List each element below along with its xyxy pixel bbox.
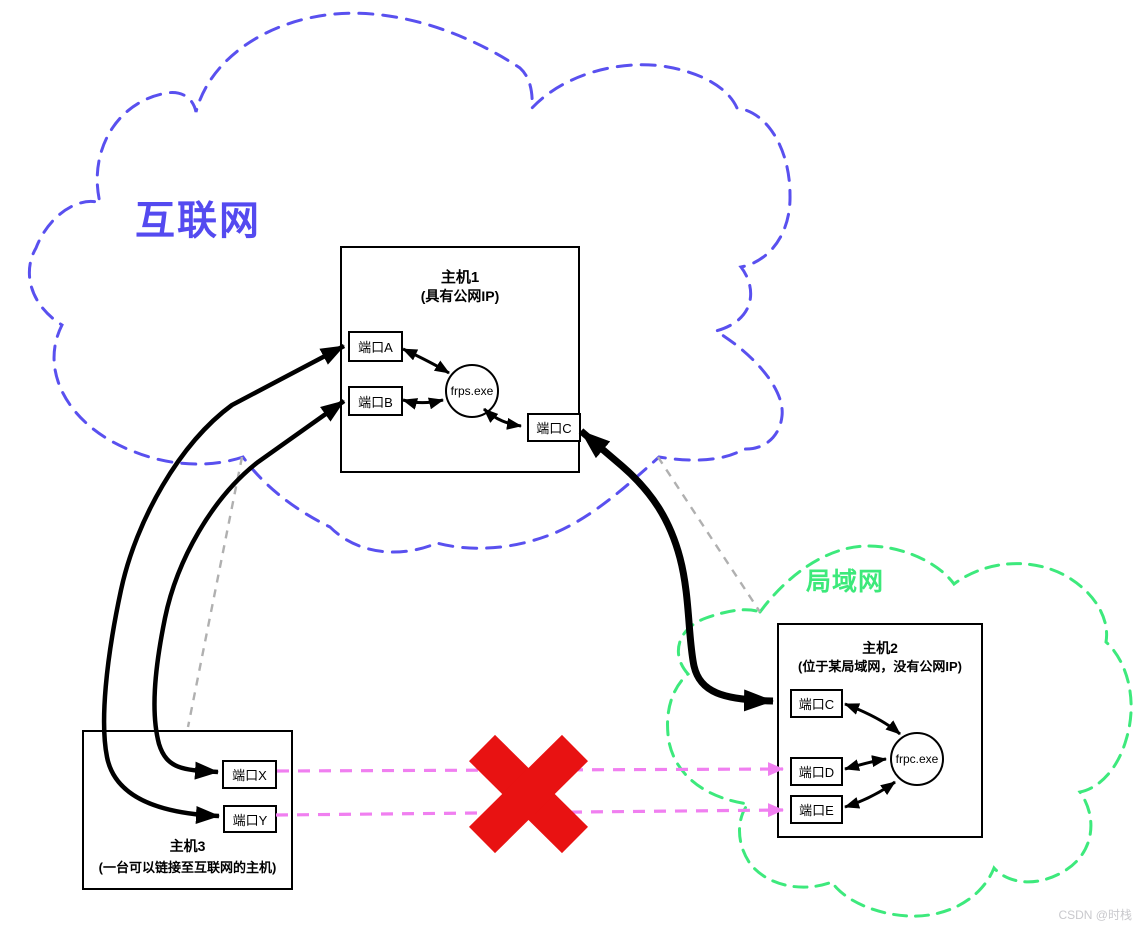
host2-title: 主机2 [862,640,898,656]
port-y-box: 端口Y [223,805,277,833]
host1-title: 主机1 [440,269,480,286]
host2-subtitle: (位于某局域网，没有公网IP) [798,659,962,674]
host1-subtitle: (具有公网IP) [420,288,500,304]
host1-port-c-label: 端口C [536,421,572,436]
host2-box: 主机2 (位于某局域网，没有公网IP) 端口C 端口D 端口E frpc.exe [777,623,983,838]
host2-port-c-box: 端口C [790,689,843,718]
host2-port-c-label: 端口C [798,697,835,712]
port-x-label: 端口X [232,768,267,783]
host3-box: 主机3 (一台可以链接至互联网的主机) 端口X 端口Y [82,730,293,890]
host3-subtitle: (一台可以链接至互联网的主机) [98,860,277,875]
host1-port-c-box: 端口C [527,413,581,442]
host1-box: 主机1 (具有公网IP) 端口A 端口B 端口C frps.exe [340,246,581,473]
port-b-label: 端口B [358,394,393,410]
port-a-box: 端口A [348,331,403,362]
port-e-box: 端口E [790,795,843,824]
frps-label: frps.exe [450,384,494,398]
port-e-label: 端口E [799,803,834,818]
port-a-label: 端口A [358,340,393,355]
port-d-label: 端口D [798,765,835,780]
port-b-box: 端口B [348,386,403,416]
port-x-box: 端口X [222,760,277,789]
host3-title: 主机3 [169,838,206,854]
port-d-box: 端口D [790,757,843,786]
frps-circle: frps.exe [445,364,499,418]
port-y-label: 端口Y [232,812,268,828]
frpc-label: frpc.exe [895,752,939,766]
frpc-circle: frpc.exe [890,732,944,786]
